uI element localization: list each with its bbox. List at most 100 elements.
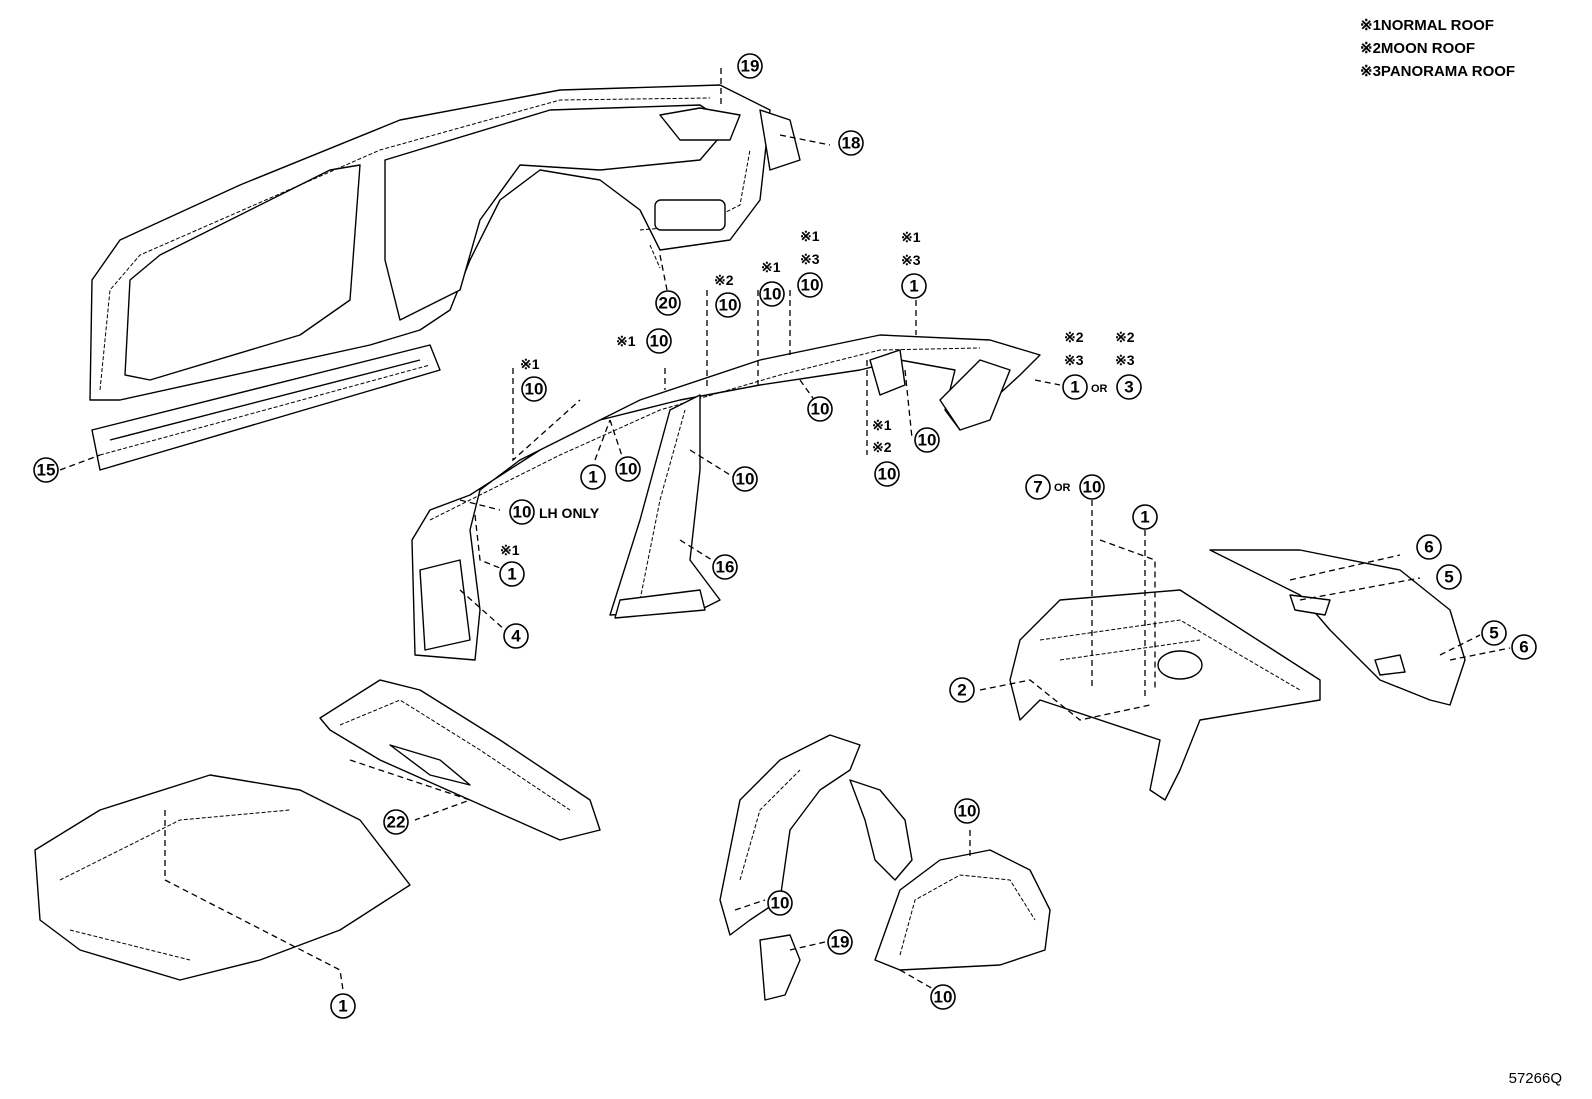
svg-text:10: 10: [1083, 478, 1102, 497]
svg-text:1: 1: [1070, 378, 1079, 397]
note-mark: ※3: [901, 252, 921, 268]
callout-10-f: 10: [807, 396, 833, 422]
callout-1-rail: 1: [580, 464, 606, 490]
note-mark: ※1: [761, 259, 781, 275]
svg-text:22: 22: [387, 813, 406, 832]
svg-text:1: 1: [507, 565, 516, 584]
note-mark: ※2: [1115, 329, 1135, 345]
callout-10-n: 10: [954, 798, 980, 824]
svg-text:5: 5: [1489, 624, 1498, 643]
callout-19-bottom: 19: [827, 929, 853, 955]
note-lh-only: LH ONLY: [539, 505, 600, 521]
note-mark: ※1: [800, 228, 820, 244]
note-mark: ※1: [520, 356, 540, 372]
note-mark: ※2: [872, 439, 892, 455]
leader-lines: [59, 68, 1511, 991]
callout-1-pillar: 1: [499, 561, 525, 587]
callout-16: 16: [712, 554, 738, 580]
callout-5-bottom: 5: [1481, 620, 1507, 646]
svg-text:10: 10: [525, 380, 544, 399]
svg-text:5: 5: [1444, 568, 1453, 587]
callout-10-l: 10: [1079, 474, 1105, 500]
svg-text:10: 10: [878, 465, 897, 484]
rear-package-tray: [1009, 589, 1321, 801]
callout-1-roof-top: 1: [901, 273, 927, 299]
callout-10-c: 10: [715, 292, 741, 318]
legend-item-moon-roof: ※2MOON ROOF: [1360, 40, 1476, 57]
callout-2: 2: [949, 677, 975, 703]
svg-text:10: 10: [619, 460, 638, 479]
svg-text:10: 10: [736, 470, 755, 489]
svg-text:1: 1: [338, 997, 347, 1016]
svg-text:10: 10: [771, 894, 790, 913]
callout-1-tray: 1: [1132, 504, 1158, 530]
diagram-code: 57266Q: [1508, 1070, 1562, 1087]
svg-text:18: 18: [842, 134, 861, 153]
legend-item-panorama-roof: ※3PANORAMA ROOF: [1360, 63, 1516, 80]
svg-text:6: 6: [1424, 538, 1433, 557]
svg-text:6: 6: [1519, 638, 1528, 657]
svg-text:10: 10: [719, 296, 738, 315]
center-pillar: [609, 394, 721, 619]
note-mark: ※3: [1064, 352, 1084, 368]
callout-22: 22: [383, 809, 409, 835]
svg-text:10: 10: [801, 276, 820, 295]
svg-text:10: 10: [958, 802, 977, 821]
body-side-outer-panel: [89, 84, 801, 401]
note-or: OR: [1091, 383, 1108, 395]
svg-text:2: 2: [957, 681, 966, 700]
svg-text:1: 1: [588, 468, 597, 487]
front-fender-apron: [719, 734, 913, 936]
note-mark: ※1: [500, 542, 520, 558]
roof-side-rail-assembly: [411, 334, 1041, 661]
callout-1-or: 1: [1062, 374, 1088, 400]
callout-4: 4: [503, 623, 529, 649]
callout-1-hood: 1: [330, 993, 356, 1019]
note-mark: ※1: [616, 333, 636, 349]
note-mark: ※1: [872, 417, 892, 433]
callout-10-a: 10: [521, 376, 547, 402]
callout-10-g: 10: [914, 427, 940, 453]
callout-18: 18: [838, 130, 864, 156]
svg-text:1: 1: [1140, 508, 1149, 527]
svg-text:15: 15: [37, 461, 56, 480]
svg-text:10: 10: [918, 431, 937, 450]
note-mark: ※1: [901, 229, 921, 245]
svg-text:7: 7: [1033, 478, 1042, 497]
callout-10-i: 10: [615, 456, 641, 482]
callout-19-top: 19: [737, 53, 763, 79]
hood-panel: [34, 774, 411, 981]
rear-wheelhouse-inner: [874, 849, 1051, 971]
svg-text:10: 10: [934, 988, 953, 1007]
callout-10-h: 10: [874, 461, 900, 487]
svg-text:19: 19: [741, 57, 760, 76]
callout-10-b: 10: [646, 328, 672, 354]
callout-6-bottom: 6: [1511, 634, 1537, 660]
svg-text:10: 10: [650, 332, 669, 351]
rocker-sill-panel: [91, 344, 441, 471]
callout-15: 15: [33, 457, 59, 483]
svg-text:4: 4: [511, 627, 521, 646]
legend: ※1NORMAL ROOF ※2MOON ROOF ※3PANORAMA ROO…: [1360, 14, 1515, 83]
apron-bracket: [759, 934, 801, 1001]
callout-7: 7: [1025, 474, 1051, 500]
callout-10-p: 10: [930, 984, 956, 1010]
note-mark: ※3: [800, 251, 820, 267]
svg-text:19: 19: [831, 933, 850, 952]
callout-5-top: 5: [1436, 564, 1462, 590]
svg-text:10: 10: [513, 503, 532, 522]
svg-text:3: 3: [1124, 378, 1133, 397]
svg-text:16: 16: [716, 558, 735, 577]
callout-10-j: 10: [732, 466, 758, 492]
cowl-top-panel: [319, 679, 601, 841]
callout-3: 3: [1116, 374, 1142, 400]
note-mark: ※2: [1064, 329, 1084, 345]
legend-item-normal-roof: ※1NORMAL ROOF: [1360, 17, 1494, 34]
callout-10-d: 10: [759, 281, 785, 307]
svg-text:10: 10: [811, 400, 830, 419]
callout-20: 20: [655, 290, 681, 316]
svg-text:20: 20: [659, 294, 678, 313]
callout-10-o: 10: [767, 890, 793, 916]
note-or: OR: [1054, 482, 1071, 494]
